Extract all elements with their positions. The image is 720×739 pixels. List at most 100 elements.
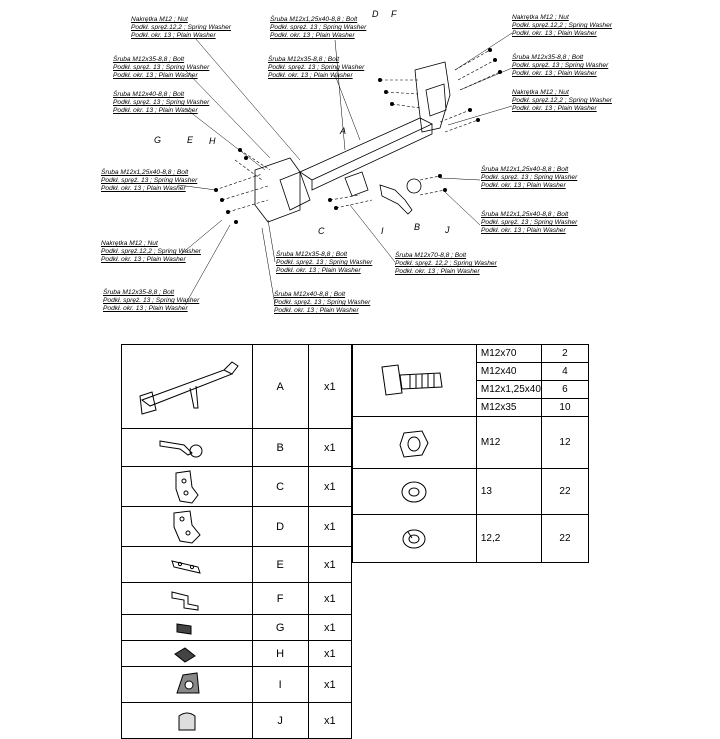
- spring-washer-icon: [402, 529, 426, 548]
- callout-nut: Nakrętka M12 ; Nut Podkł. spręż.12,2 ; S…: [512, 89, 612, 113]
- table-row: M12x40 4: [353, 362, 590, 381]
- letter-e: E: [187, 135, 194, 145]
- plate-e-icon: [171, 559, 201, 574]
- callout-line: Podkł. okr. 13 ; Plain Washer: [131, 32, 216, 39]
- callout-line: Podkł. okr. 13 ; Plain Washer: [274, 307, 359, 314]
- table-row: M12x70 2: [352, 344, 590, 417]
- plain-washer-icon: [401, 481, 427, 502]
- callout-line: Nakrętka M12 ; Nut: [131, 16, 188, 23]
- bolt-icon: [381, 363, 443, 396]
- callout-bolt: Śruba M12x40-8,8 ; Bolt Podkł. spręż. 13…: [113, 91, 209, 115]
- bracket-c-icon: [175, 469, 199, 504]
- hardware-table: M12x70 2 M12x40 4 M12x1,25x40 6 M12x35 1…: [352, 344, 590, 563]
- part-image: [352, 514, 477, 563]
- callout-line: Nakrętka M12 ; Nut: [512, 14, 569, 21]
- callout-line: Podkł. okr. 13 ; Plain Washer: [113, 72, 198, 79]
- callout-line: Podkł. okr. 13 ; Plain Washer: [276, 267, 361, 274]
- callout-line: Nakrętka M12 ; Nut: [101, 240, 158, 247]
- table-row: B x1: [121, 428, 353, 467]
- callout-bolt: Śruba M12x40-8,8 ; Bolt Podkł. spręż. 13…: [274, 291, 370, 315]
- part-image: [121, 506, 253, 547]
- nut-spec: M12: [475, 416, 542, 469]
- tow-ball-icon: [159, 439, 203, 457]
- callout-line: Śruba M12x35-8,8 ; Bolt: [512, 54, 584, 61]
- part-image: [121, 666, 253, 703]
- ball-plate: [344, 171, 369, 197]
- callout-line: Podkł. spręż. 13 ; Spring Washer: [512, 62, 609, 69]
- part-image: [121, 582, 253, 615]
- bolt-qty: 2: [540, 344, 590, 363]
- callout-line: Podkł. spręż.12,2 ; Spring Washer: [131, 24, 231, 31]
- callout-line: Podkł. spręż. 13 ; Spring Washer: [268, 64, 365, 71]
- nut-icon: [399, 429, 429, 458]
- bolt-qty: 10: [540, 398, 590, 417]
- bracket-d-icon: [173, 509, 201, 544]
- callout-line: Podkł. okr. 13 ; Plain Washer: [481, 227, 566, 234]
- table-row: J x1: [121, 702, 353, 739]
- left-bracket-plate: [279, 171, 311, 211]
- callout-line: Podkł. spręż. 13 ; Spring Washer: [274, 299, 371, 306]
- bolt-qty: 4: [540, 362, 590, 381]
- letter-g: G: [154, 135, 162, 145]
- table-row: H x1: [121, 640, 353, 667]
- part-code: F: [251, 582, 309, 615]
- callout-line: Podkł. okr. 13 ; Plain Washer: [113, 107, 198, 114]
- callout-line: Nakrętka M12 ; Nut: [512, 89, 569, 96]
- plain-washer-qty: 22: [540, 468, 590, 515]
- callout-line: Podkł. okr. 13 ; Plain Washer: [270, 32, 355, 39]
- callout-bolt: Śruba M12x1,25x40-8,8 ; Bolt Podkł. sprę…: [101, 169, 197, 193]
- part-qty: x1: [307, 640, 353, 667]
- part-qty: x1: [307, 466, 353, 507]
- callout-line: Podkł. spręż. 13 ; Spring Washer: [270, 24, 367, 31]
- part-qty: x1: [307, 666, 353, 703]
- table-row: G x1: [121, 614, 353, 641]
- part-image: [121, 428, 253, 467]
- part-image: [121, 702, 253, 739]
- callout-line: Podkł. spręż. 13 ; Spring Washer: [103, 297, 200, 304]
- callout-line: Podkł. okr. 13 ; Plain Washer: [512, 30, 597, 37]
- callout-line: Podkł. okr. 13 ; Plain Washer: [103, 305, 188, 312]
- part-image: [352, 468, 477, 515]
- part-image: [121, 466, 253, 507]
- assembly-diagram: Nakrętka M12 ; Nut Podkł. spręż.12,2 ; S…: [0, 0, 720, 330]
- letter-c: C: [318, 226, 325, 236]
- table-row: 12,2 22: [352, 514, 590, 563]
- callout-bolt: Śruba M12x35-8,8 ; Bolt Podkł. spręż. 13…: [113, 56, 209, 80]
- table-row: M12x35 10: [353, 398, 590, 417]
- part-code: J: [251, 702, 309, 739]
- table-row: C x1: [121, 466, 353, 507]
- letter-h: H: [209, 136, 216, 146]
- part-code: H: [251, 640, 309, 667]
- beam-outline: [299, 117, 433, 191]
- letter-d: D: [372, 9, 379, 19]
- callout-line: Śruba M12x1,25x40-8,8 ; Bolt: [481, 211, 569, 218]
- part-image: [352, 344, 477, 417]
- callout-line: Podkł. okr. 13 ; Plain Washer: [512, 105, 597, 112]
- part-qty: x1: [307, 428, 353, 467]
- callout-nut: Nakrętka M12 ; Nut Podkł. spręż.12,2 ; S…: [101, 240, 201, 264]
- callout-line: Podkł. okr. 13 ; Plain Washer: [268, 72, 353, 79]
- clip-g-icon: [176, 622, 192, 635]
- part-qty: x1: [307, 582, 353, 615]
- callout-bolt: Śruba M12x35-8,8 ; Bolt Podkł. spręż. 13…: [268, 56, 364, 80]
- part-qty: x1: [307, 344, 353, 429]
- bolt-qty: 6: [540, 380, 590, 399]
- tow-ball: [406, 178, 422, 194]
- part-qty: x1: [307, 506, 353, 547]
- callout-bolt: Śruba M12x70-8,8 ; Bolt Podkł. spręż. 12…: [395, 252, 497, 276]
- part-image: [121, 614, 253, 641]
- callout-line: Podkł. okr. 13 ; Plain Washer: [512, 70, 597, 77]
- callout-line: Śruba M12x40-8,8 ; Bolt: [274, 291, 346, 298]
- part-code: G: [251, 614, 309, 641]
- callout-bolt: Śruba M12x35-8,8 ; Bolt Podkł. spręż. 13…: [512, 54, 608, 78]
- callout-line: Podkł. spręż. 13 ; Spring Washer: [481, 219, 578, 226]
- callout-line: Podkł. spręż.12,2 ; Spring Washer: [512, 97, 612, 104]
- bolt-spec: M12x40: [475, 362, 542, 381]
- callout-line: Podkł. spręż. 13 ; Spring Washer: [481, 174, 578, 181]
- callout-nut: Nakrętka M12 ; Nut Podkł. spręż.12,2 ; S…: [512, 14, 612, 38]
- callout-bolt: Śruba M12x35-8,8 ; Bolt Podkł. spręż. 13…: [103, 289, 199, 313]
- table-row: E x1: [121, 546, 353, 583]
- part-image: [352, 416, 477, 469]
- table-row: I x1: [121, 666, 353, 703]
- callout-line: Śruba M12x1,25x40-8,8 ; Bolt: [101, 169, 189, 176]
